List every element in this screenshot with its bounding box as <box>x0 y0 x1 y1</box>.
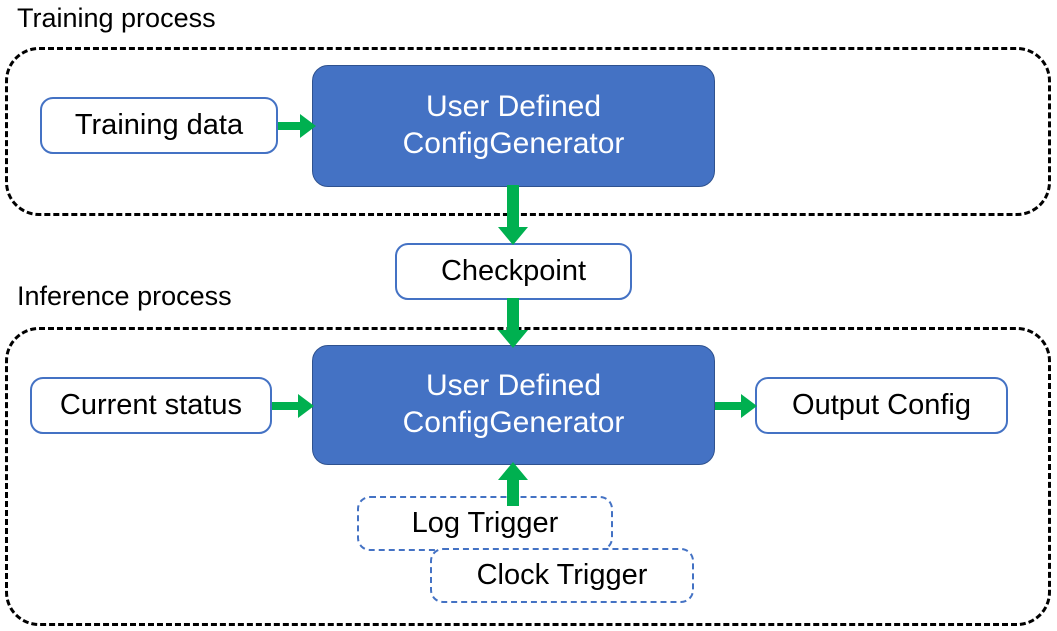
node-output-config-label: Output Config <box>792 388 971 421</box>
generator-inference-line1: User Defined <box>425 369 602 403</box>
node-user-defined-config-generator-inference[interactable]: User Defined ConfigGenerator <box>312 345 715 465</box>
arrow-training-data-to-generator-icon <box>278 111 318 141</box>
node-checkpoint[interactable]: Checkpoint <box>395 243 632 300</box>
node-current-status[interactable]: Current status <box>30 377 272 434</box>
arrow-current-status-to-generator-icon <box>272 391 316 421</box>
inference-process-title: Inference process <box>17 281 232 311</box>
node-log-trigger-label: Log Trigger <box>411 506 559 539</box>
generator-inference-line2: ConfigGenerator <box>402 406 625 439</box>
node-checkpoint-label: Checkpoint <box>440 254 587 287</box>
node-training-data-label: Training data <box>74 108 244 141</box>
node-user-defined-config-generator-training[interactable]: User Defined ConfigGenerator <box>312 65 715 187</box>
generator-training-line2: ConfigGenerator <box>402 127 625 160</box>
training-process-container <box>5 47 1051 216</box>
inference-process-container <box>5 327 1051 626</box>
node-output-config[interactable]: Output Config <box>755 377 1008 434</box>
node-clock-trigger-label: Clock Trigger <box>476 558 648 591</box>
node-current-status-label: Current status <box>59 388 243 421</box>
generator-training-line1: User Defined <box>425 90 602 124</box>
arrow-checkpoint-to-generator-icon <box>497 298 529 350</box>
arrow-generator-to-checkpoint-icon <box>497 185 529 247</box>
arrow-generator-to-output-config-icon <box>715 391 759 421</box>
node-training-data[interactable]: Training data <box>40 97 278 154</box>
node-log-trigger[interactable]: Log Trigger <box>357 496 613 551</box>
node-clock-trigger[interactable]: Clock Trigger <box>430 548 694 603</box>
training-process-title: Training process <box>17 3 216 33</box>
arrow-triggers-to-generator-icon <box>497 462 529 506</box>
